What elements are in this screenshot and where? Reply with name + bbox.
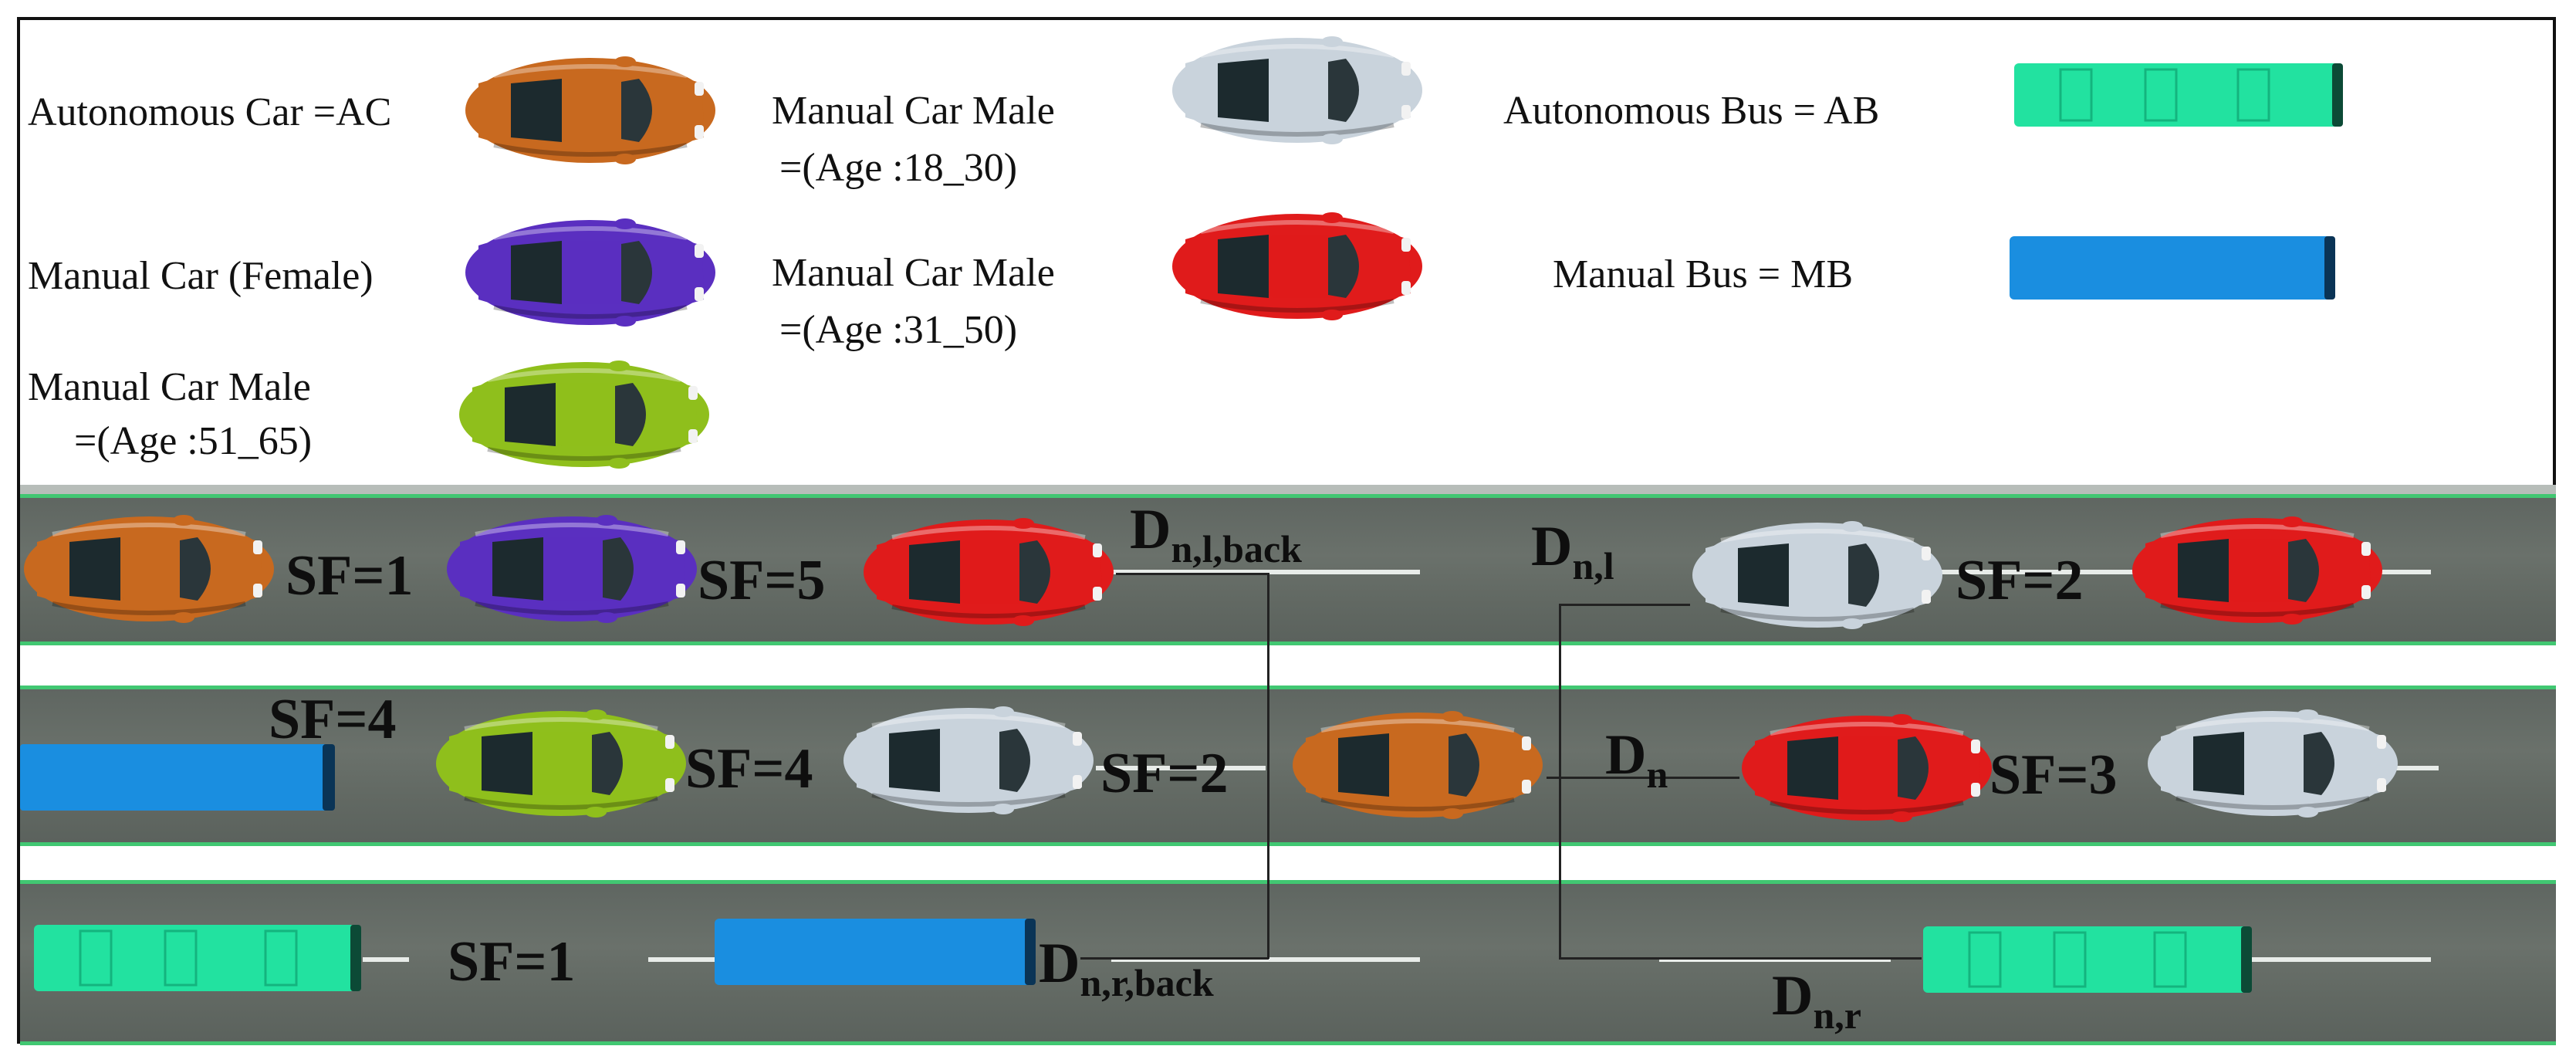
legend-manual-car-male-18-30-icon	[1170, 32, 1425, 148]
safety-factor-label: SF=1	[286, 544, 414, 608]
manual-car-male-31-50	[2130, 513, 2385, 628]
lane-marking	[1111, 957, 1420, 962]
legend-label-male-31-50-line2: =(Age :31_50)	[779, 308, 1018, 352]
autonomous-bus	[1923, 926, 2252, 993]
distance-label-right: Dn,r	[1772, 964, 1861, 1037]
manual-car-male-18-30	[1690, 517, 1945, 633]
manual-car-male-51-65	[434, 706, 688, 821]
legend-label-male-18-30-line2: =(Age :18_30)	[779, 146, 1018, 190]
safety-factor-label: SF=4	[685, 737, 813, 801]
legend-label-manual-bus: Manual Bus = MB	[1553, 252, 1854, 296]
manual-car-male-31-50	[861, 514, 1116, 630]
lane-separator	[20, 846, 2556, 885]
manual-car-female	[445, 511, 699, 627]
lane-marking	[648, 957, 718, 962]
legend-label-male-51-65-line2: =(Age :51_65)	[74, 419, 313, 463]
distance-connector-line	[1559, 957, 1922, 960]
autonomous-car	[1290, 707, 1545, 823]
manual-bus	[20, 744, 335, 811]
safety-factor-label: SF=5	[698, 549, 826, 612]
legend-autonomous-bus-icon	[2014, 63, 2343, 127]
lane-marking	[1659, 957, 1891, 962]
distance-label-left: Dn,l	[1531, 515, 1614, 587]
safety-factor-label: SF=1	[448, 930, 576, 994]
legend-label-autonomous-car: Autonomous Car =AC	[28, 90, 392, 134]
legend-manual-bus-icon	[2010, 236, 2335, 300]
legend-label-manual-car-female: Manual Car (Female)	[28, 254, 374, 298]
manual-car-male-31-50	[1739, 710, 1994, 826]
autonomous-car	[22, 511, 276, 627]
autonomous-bus	[34, 925, 361, 991]
lane-marking	[1111, 570, 1420, 574]
legend-label-male-18-30-line1: Manual Car Male	[772, 89, 1055, 133]
distance-label-left-back: Dn,l,back	[1130, 498, 1302, 570]
distance-connector-line	[1559, 604, 1690, 606]
distance-connector-line	[1267, 573, 1269, 959]
lane-marking	[2369, 570, 2431, 574]
distance-connector-line	[1116, 573, 1269, 575]
lane-marking	[1883, 570, 2192, 574]
lane-marking	[2238, 957, 2431, 962]
safety-factor-label: SF=4	[269, 688, 397, 751]
safety-factor-label: SF=3	[1989, 743, 2118, 807]
safety-factor-label: SF=2	[1100, 742, 1229, 805]
lane-marking	[363, 957, 409, 962]
manual-bus	[715, 919, 1036, 985]
legend-label-male-31-50-line1: Manual Car Male	[772, 251, 1055, 295]
road-shoulder	[20, 485, 2556, 496]
legend-manual-car-male-31-50-icon	[1170, 208, 1425, 324]
distance-label-front: Dn	[1605, 723, 1668, 796]
distance-connector-line	[1559, 604, 1561, 959]
distance-connector-line	[1080, 957, 1269, 960]
manual-car-male-18-30	[2145, 706, 2400, 821]
legend-label-male-51-65-line1: Manual Car Male	[28, 365, 311, 409]
distance-label-right-back: Dn,r,back	[1039, 932, 1214, 1004]
legend-autonomous-car-icon	[463, 52, 718, 168]
lane-separator	[20, 645, 2556, 690]
manual-car-male-18-30	[841, 702, 1096, 818]
safety-factor-label: SF=2	[1956, 549, 2084, 612]
legend-manual-car-male-51-65-icon	[457, 357, 712, 472]
lane-marking	[2392, 766, 2439, 770]
distance-connector-line	[1547, 777, 1739, 779]
legend-manual-car-female-icon	[463, 215, 718, 330]
lane-marking	[1096, 766, 1266, 770]
legend-label-autonomous-bus: Autonomous Bus = AB	[1503, 89, 1880, 133]
